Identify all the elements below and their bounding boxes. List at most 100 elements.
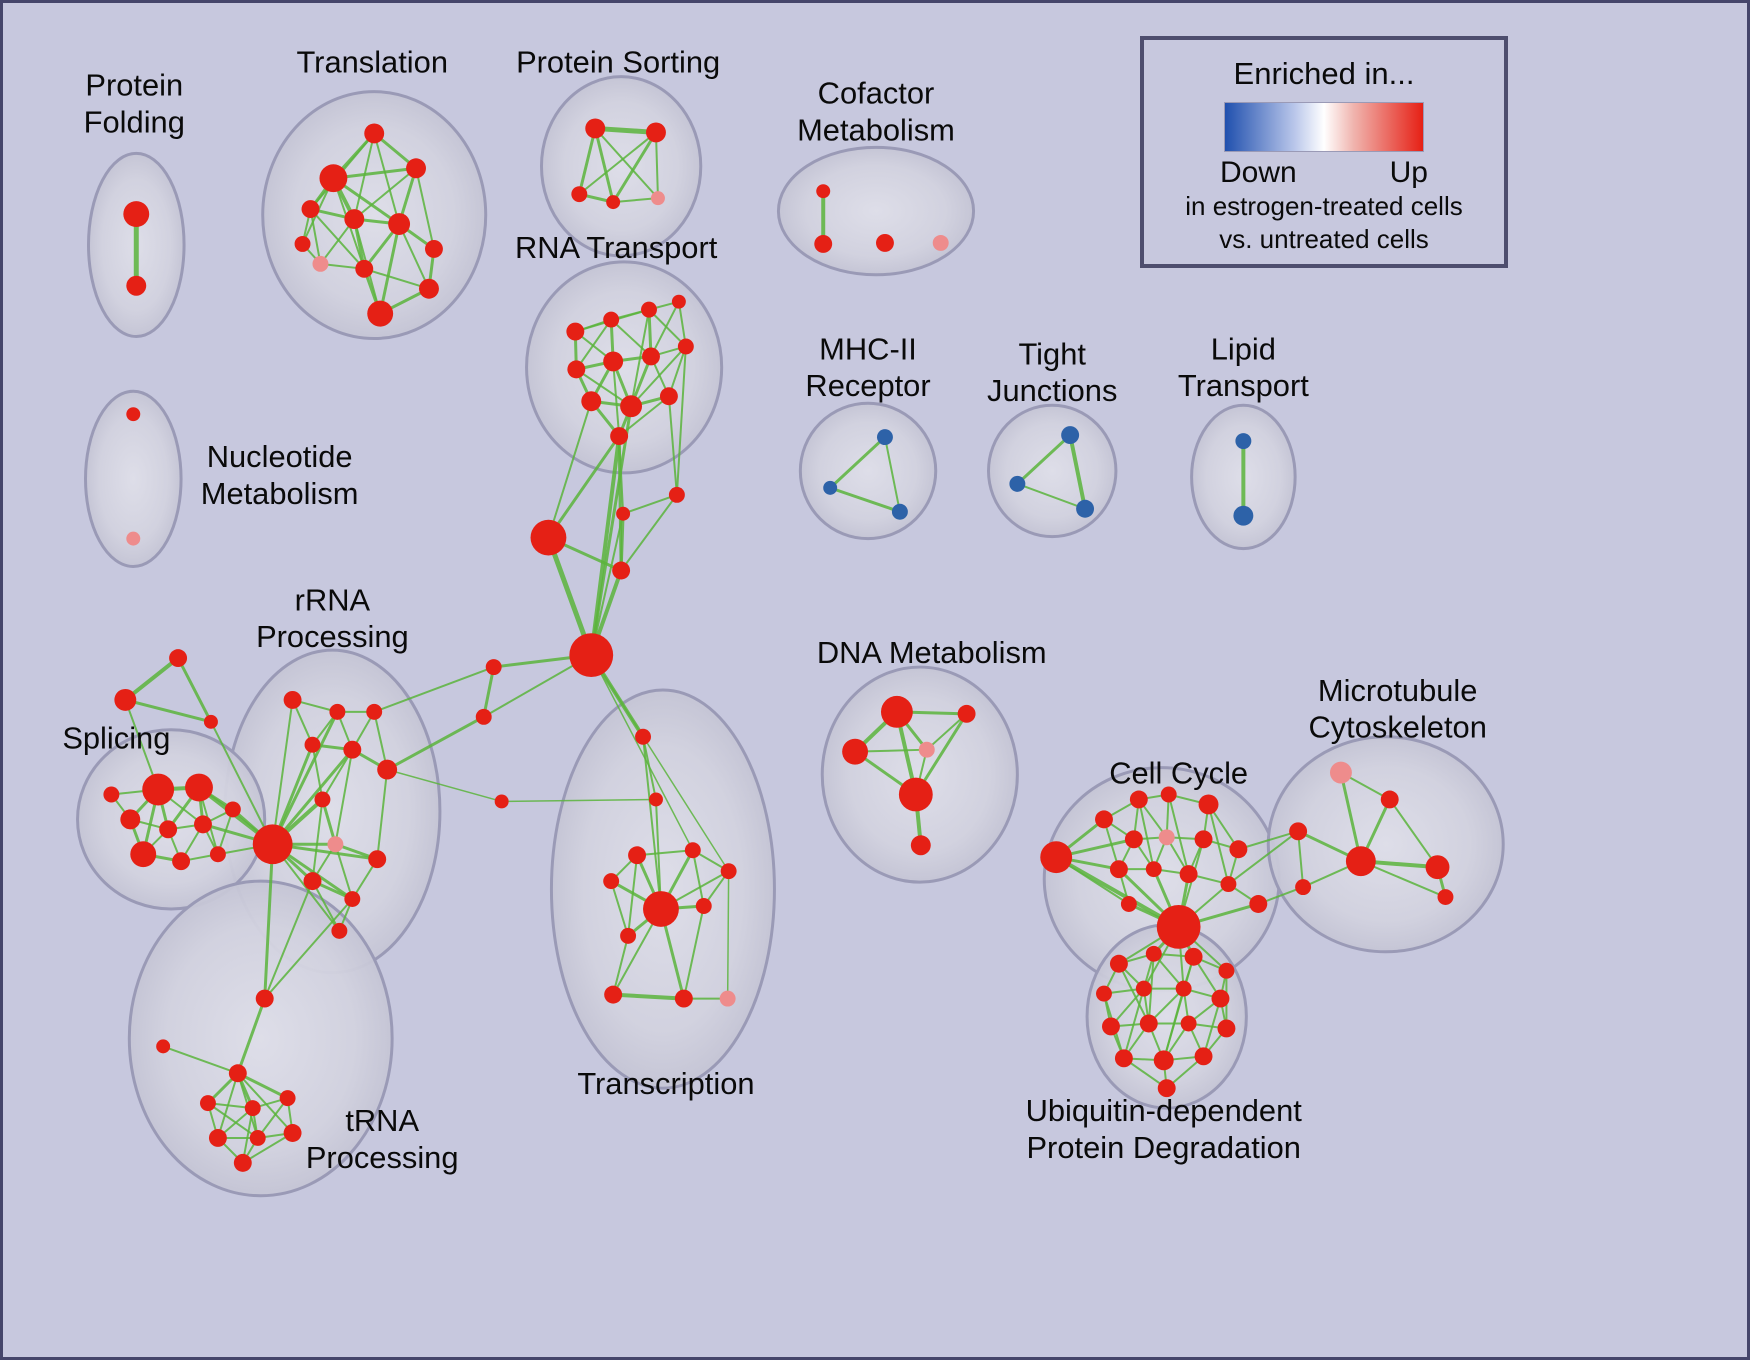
network-node-mc6 xyxy=(1295,879,1312,896)
network-edge xyxy=(334,843,354,901)
network-edge xyxy=(593,126,615,204)
network-edge xyxy=(590,654,694,851)
network-node-d6 xyxy=(910,835,931,856)
network-node-sp2 xyxy=(185,773,213,802)
network-node-tn5 xyxy=(244,1100,261,1117)
network-edge xyxy=(263,898,354,1000)
network-node-u5 xyxy=(1096,985,1112,1002)
cluster-ellipse-trna-processing xyxy=(127,879,394,1198)
network-node-cc1 xyxy=(1040,841,1073,874)
network-edge xyxy=(241,1131,294,1164)
network-node-t4 xyxy=(406,158,426,179)
network-node-mc2 xyxy=(1380,790,1399,809)
network-node-r2 xyxy=(603,311,620,328)
network-node-r11 xyxy=(659,387,678,406)
network-edge xyxy=(594,127,659,200)
network-edge xyxy=(311,880,341,932)
network-node-tx8 xyxy=(695,898,712,914)
network-node-n2 xyxy=(126,531,141,546)
network-edge xyxy=(386,768,503,803)
network-node-cc7 xyxy=(1158,829,1175,846)
network-edge xyxy=(619,512,625,572)
network-node-h3 xyxy=(668,486,685,503)
network-node-c1 xyxy=(816,184,831,199)
network-edge xyxy=(642,735,657,801)
network-node-mc1 xyxy=(1329,761,1352,784)
network-node-c2 xyxy=(814,234,833,253)
network-edge xyxy=(589,434,622,658)
network-node-tx12 xyxy=(719,990,736,1007)
network-node-r4 xyxy=(671,294,686,309)
network-edge xyxy=(592,125,659,135)
cluster-ellipse-splicing xyxy=(76,728,267,911)
network-edge xyxy=(654,131,659,200)
network-edge xyxy=(311,743,324,801)
network-edge xyxy=(373,666,495,713)
network-node-tx1 xyxy=(635,728,651,745)
cluster-label-transcription: Transcription xyxy=(577,1066,754,1101)
network-node-cc12 xyxy=(1179,865,1198,884)
network-edge xyxy=(575,318,613,371)
network-node-mc5 xyxy=(1425,855,1450,880)
network-edge xyxy=(682,905,705,1000)
network-node-cc16 xyxy=(1249,895,1268,913)
network-edge xyxy=(642,735,662,910)
network-node-rr9 xyxy=(327,836,344,853)
network-node-u1 xyxy=(1109,954,1128,973)
network-edge xyxy=(236,1071,290,1100)
network-node-u15 xyxy=(1194,1047,1213,1066)
network-node-sp3 xyxy=(120,809,141,830)
legend-title: Enriched in... xyxy=(1233,56,1415,91)
network-node-u13 xyxy=(1114,1049,1133,1068)
network-node-u9 xyxy=(1101,1017,1120,1036)
network-edge xyxy=(309,208,322,265)
network-node-tx10 xyxy=(604,985,623,1004)
network-node-cc9 xyxy=(1229,840,1248,859)
network-edge xyxy=(612,360,621,438)
network-node-d2 xyxy=(957,704,976,723)
network-node-f2 xyxy=(114,688,137,711)
network-node-sp6 xyxy=(224,801,241,818)
network-node-r6 xyxy=(603,351,624,372)
network-edge xyxy=(1388,798,1439,869)
network-edge xyxy=(630,345,687,408)
network-edge xyxy=(334,748,354,846)
network-node-d1 xyxy=(880,695,913,728)
cluster-ellipse-protein-sorting xyxy=(539,75,703,258)
network-node-cc3 xyxy=(1129,790,1148,809)
cluster-label-splicing: Splicing xyxy=(62,721,170,756)
network-node-tn2 xyxy=(156,1039,171,1054)
network-node-cc13 xyxy=(1220,876,1237,893)
network-edge xyxy=(590,512,625,657)
network-edge xyxy=(828,486,902,514)
network-edge xyxy=(883,436,901,513)
network-node-u16 xyxy=(1157,1079,1176,1098)
network-node-r12 xyxy=(610,427,629,446)
cluster-ellipse-mhc-ii-receptor xyxy=(798,401,938,541)
network-node-pf2 xyxy=(126,275,147,296)
network-edge xyxy=(162,1045,239,1075)
network-node-s4 xyxy=(606,195,621,210)
network-node-tn8 xyxy=(249,1130,266,1146)
network-node-tn10 xyxy=(233,1153,252,1172)
network-node-m1 xyxy=(876,429,893,446)
network-node-rr3 xyxy=(366,703,383,720)
cluster-ellipse-tight-junctions xyxy=(987,403,1118,539)
network-node-j1 xyxy=(1061,426,1080,445)
network-node-t10 xyxy=(294,235,311,252)
network-edge xyxy=(176,656,213,724)
network-edge xyxy=(610,880,630,937)
network-edge xyxy=(311,798,324,883)
network-node-h1 xyxy=(530,519,567,556)
network-edge xyxy=(123,698,213,724)
network-edge xyxy=(1162,987,1185,1062)
network-node-d5 xyxy=(898,777,933,812)
network-node-u14 xyxy=(1153,1050,1174,1071)
network-node-cc14 xyxy=(1156,905,1201,949)
network-edge xyxy=(1015,433,1072,486)
network-node-t11 xyxy=(367,300,394,327)
network-edge xyxy=(1068,433,1088,511)
